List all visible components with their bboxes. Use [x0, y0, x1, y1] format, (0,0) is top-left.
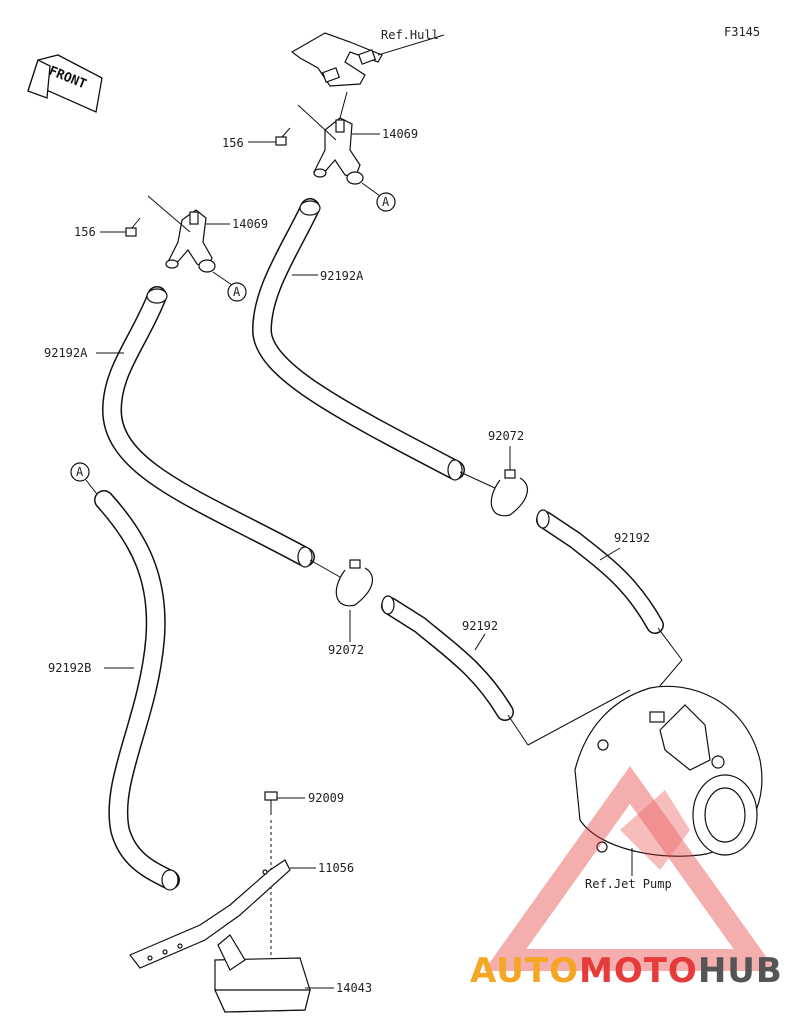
- screw-92009: [264, 791, 278, 815]
- part-label-14069-upper: 14069: [382, 127, 418, 141]
- fitting-lower: [165, 209, 216, 273]
- front-arrow-icon: FRONT: [27, 54, 103, 113]
- diagram-code: F3145: [724, 25, 760, 39]
- filter-14043: [214, 934, 311, 1013]
- watermark-text: AUTOMOTOHUB: [470, 951, 783, 991]
- part-label-92009: 92009: [308, 791, 344, 805]
- part-label-92072-lower: 92072: [328, 643, 364, 657]
- part-label-11056: 11056: [318, 861, 354, 875]
- part-label-92192-right: 92192: [614, 531, 650, 545]
- bracket-11056: [129, 859, 291, 969]
- hose-92192-left: [381, 595, 514, 721]
- hull-mount-bracket: [290, 32, 383, 87]
- part-label-92192b: 92192B: [48, 661, 91, 675]
- hose-92192a-upper: [252, 198, 465, 481]
- part-label-14069-lower: 14069: [232, 217, 268, 231]
- fitting-upper: [313, 117, 364, 185]
- ref-hull-label: Ref.Hull: [381, 28, 439, 42]
- watermark-part-2: MOTO: [579, 951, 698, 991]
- clamp-upper: [490, 469, 528, 517]
- watermark-logo: [483, 766, 777, 971]
- clamp-lower: [335, 559, 373, 607]
- hose-92192b: [94, 490, 180, 891]
- callout-a-lower-label: A: [233, 285, 241, 299]
- part-label-92192-left: 92192: [462, 619, 498, 633]
- part-label-92192a-upper: 92192A: [320, 269, 364, 283]
- hose-92192-right: [536, 509, 664, 634]
- part-label-92072-upper: 92072: [488, 429, 524, 443]
- ref-jet-pump-label: Ref.Jet Pump: [585, 877, 672, 891]
- watermark-part-3: HUB: [698, 951, 783, 991]
- callout-a-upper: [376, 192, 396, 212]
- hose-92192a-lower: [102, 286, 315, 568]
- jet-pump: [574, 685, 763, 857]
- bolt-upper: [275, 127, 291, 146]
- callout-a-lower: [227, 282, 247, 302]
- callout-a-upper-label: A: [382, 195, 390, 209]
- part-label-92192a-lower: 92192A: [44, 346, 88, 360]
- part-label-156-lower: 156: [74, 225, 96, 239]
- callout-a-left-label: A: [76, 465, 84, 479]
- bolt-lower: [125, 217, 141, 237]
- part-label-156-upper: 156: [222, 136, 244, 150]
- callout-a-left: [70, 462, 90, 482]
- watermark-part-1: AUTO: [470, 951, 579, 991]
- part-label-14043: 14043: [336, 981, 372, 995]
